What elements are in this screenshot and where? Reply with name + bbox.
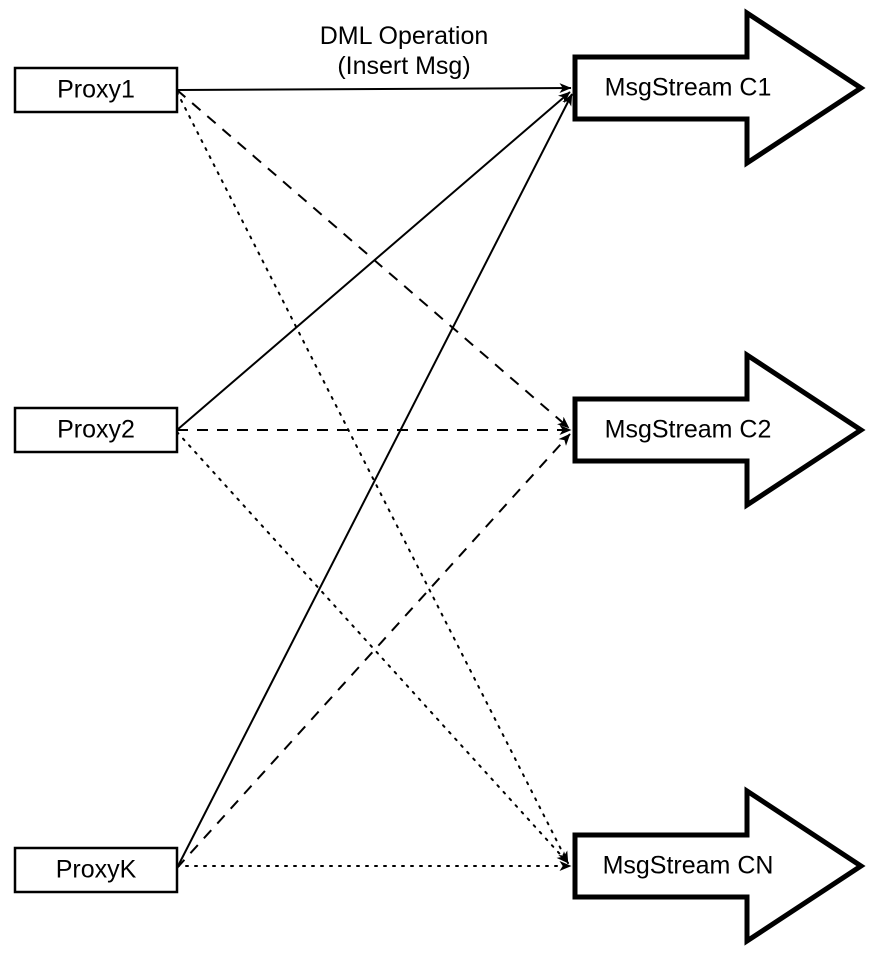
connection-proxy2-to-c1 bbox=[176, 91, 571, 431]
proxy-label: Proxy2 bbox=[57, 416, 135, 444]
dml-operation-line2: (Insert Msg) bbox=[337, 52, 470, 80]
connection-proxy2-to-cn bbox=[176, 431, 569, 864]
proxy-layer: Proxy1 Proxy2 ProxyK bbox=[13, 66, 179, 894]
stream-node-cn[interactable]: MsgStream CN bbox=[572, 786, 866, 946]
connection-layer bbox=[176, 83, 573, 871]
proxy-node-proxy2[interactable]: Proxy2 bbox=[13, 406, 179, 454]
connection-proxyk-to-c1 bbox=[176, 93, 573, 869]
dml-operation-line1: DML Operation bbox=[320, 22, 489, 50]
proxy-box bbox=[13, 66, 179, 114]
block-arrow-icon bbox=[572, 8, 866, 168]
proxy-node-proxy1[interactable]: Proxy1 bbox=[13, 66, 179, 114]
proxy-box bbox=[13, 846, 179, 894]
connection-proxy1-to-c2 bbox=[176, 89, 570, 429]
stream-layer: MsgStream C1 MsgStream C2 MsgStream CN bbox=[572, 8, 866, 946]
block-arrow-icon bbox=[572, 350, 866, 510]
stream-label: MsgStream C1 bbox=[605, 74, 772, 102]
connection-proxy1-to-c1 bbox=[176, 83, 572, 94]
block-arrow-icon bbox=[572, 786, 866, 946]
stream-node-c1[interactable]: MsgStream C1 bbox=[572, 8, 866, 168]
stream-node-c2[interactable]: MsgStream C2 bbox=[572, 350, 866, 510]
stream-label: MsgStream C2 bbox=[605, 416, 772, 444]
proxy-label: ProxyK bbox=[56, 856, 137, 884]
proxy-box bbox=[13, 406, 179, 454]
dml-operation-label: DML Operation (Insert Msg) bbox=[320, 22, 489, 80]
connection-proxyk-to-c2 bbox=[176, 433, 571, 869]
proxy-node-proxyk[interactable]: ProxyK bbox=[13, 846, 179, 894]
connection-proxy1-to-cn bbox=[176, 91, 569, 864]
proxy-label: Proxy1 bbox=[57, 76, 135, 104]
stream-label: MsgStream CN bbox=[603, 852, 774, 880]
